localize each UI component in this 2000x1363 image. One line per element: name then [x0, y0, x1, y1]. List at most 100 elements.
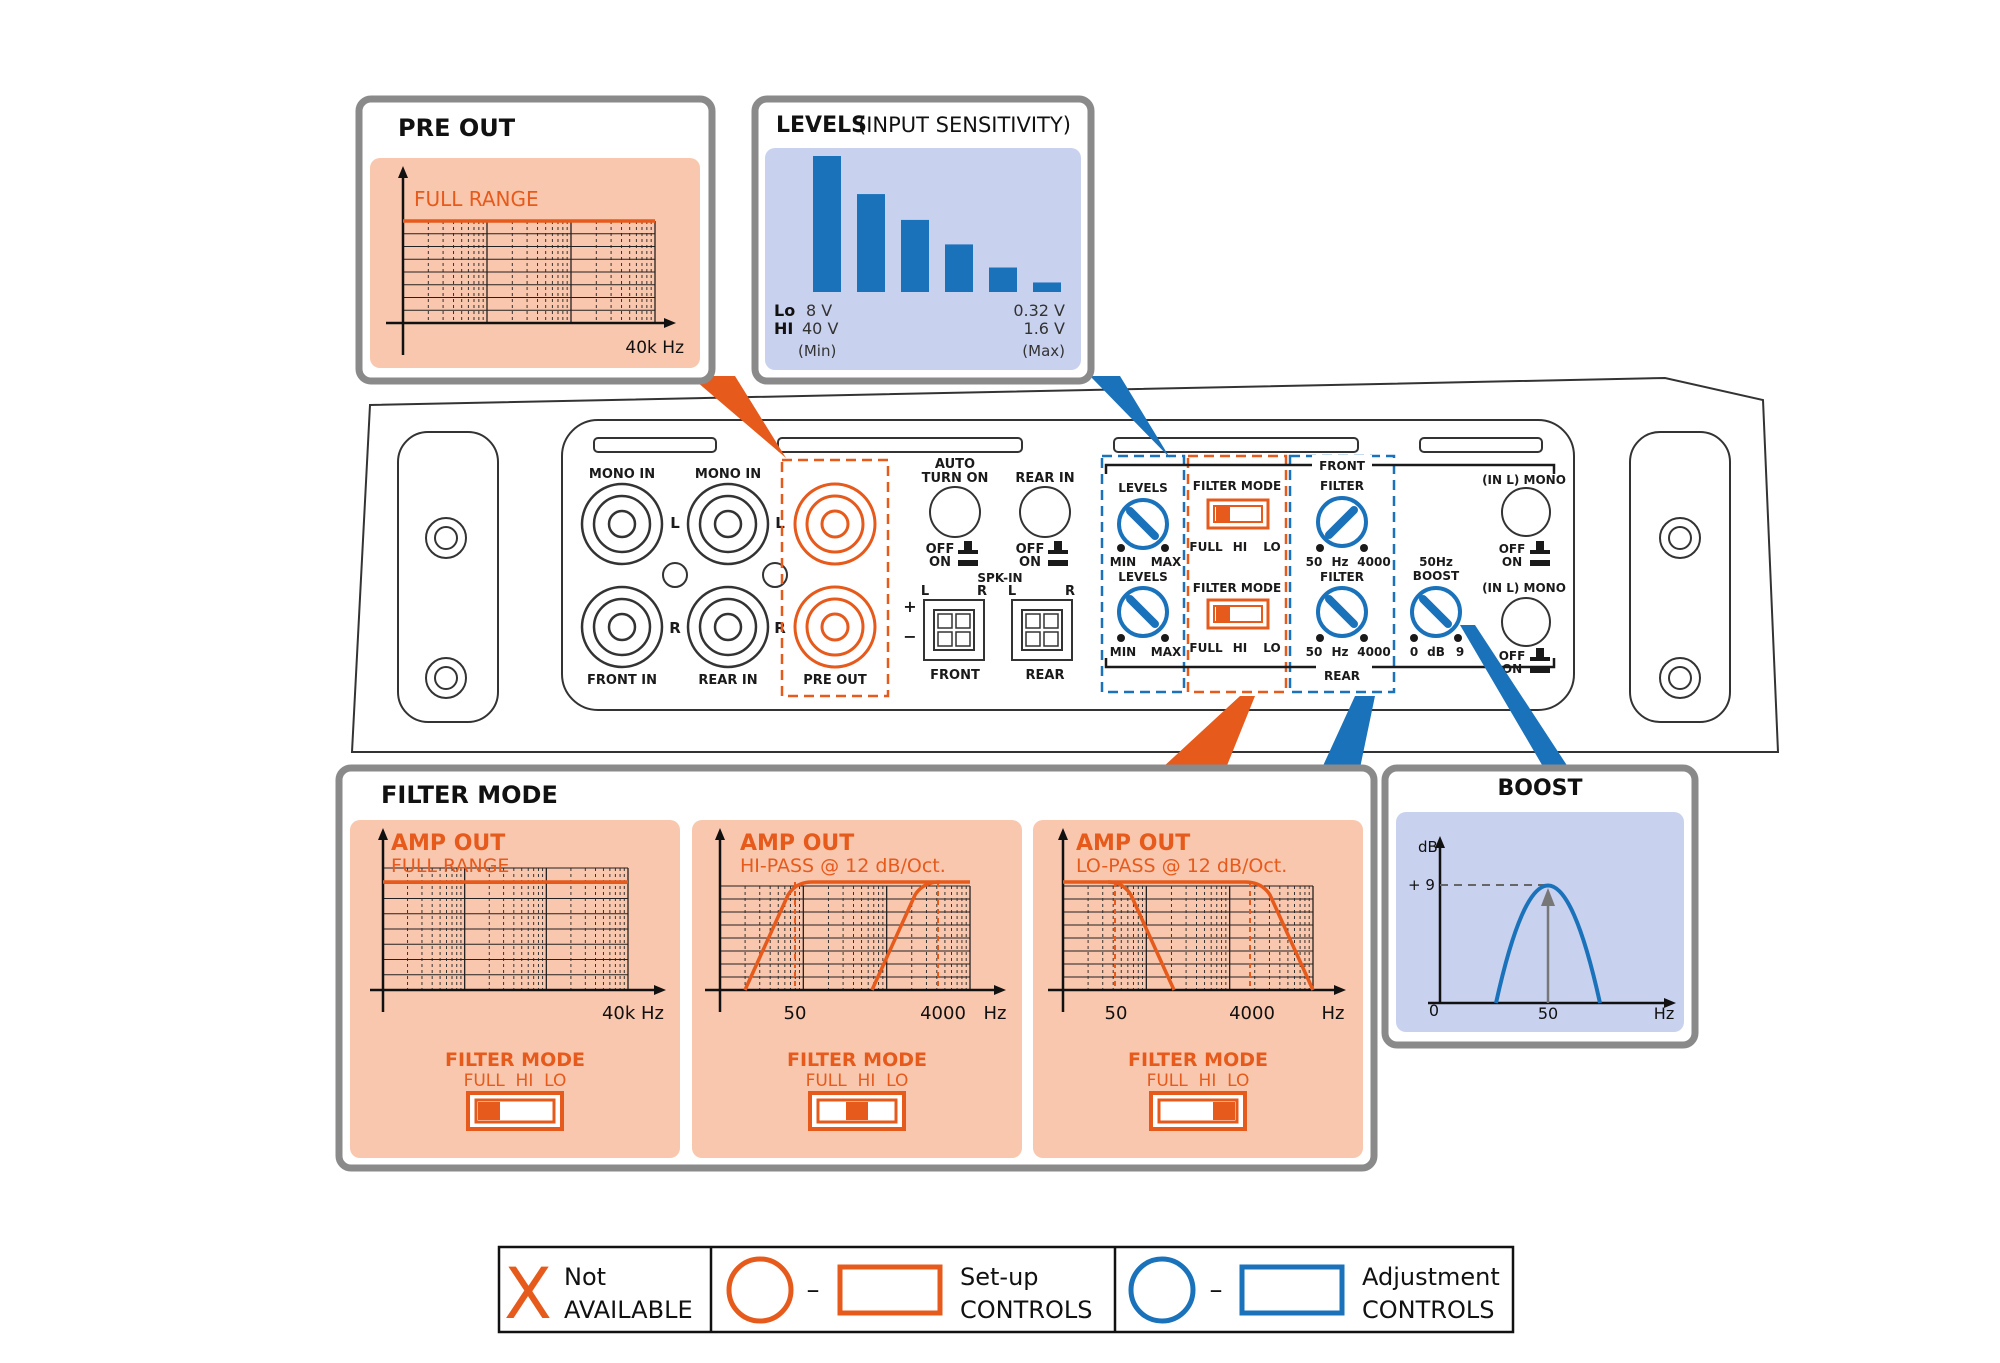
- turn-on-label: TURN ON: [922, 471, 989, 486]
- front-group-label: FRONT: [1319, 459, 1366, 473]
- level-bar: [857, 194, 885, 292]
- filter-mode-panel-title: FILTER MODE: [381, 781, 558, 809]
- hi-label: HI: [774, 319, 793, 338]
- boost-y-tick: + 9: [1408, 876, 1435, 894]
- switch-options: FULL HI LO: [1147, 1071, 1250, 1091]
- min-label: MIN: [1110, 555, 1136, 569]
- rca-jack-front-l[interactable]: [580, 482, 664, 566]
- pre-out-label: PRE OUT: [803, 673, 867, 688]
- boost-panel-title: BOOST: [1497, 776, 1582, 801]
- card-subtitle: HI-PASS @ 12 dB/Oct.: [740, 855, 946, 877]
- off-label: OFF: [1499, 542, 1526, 556]
- spk-in-label: SPK-IN: [977, 571, 1022, 585]
- filter-label: FILTER: [1320, 479, 1364, 493]
- auto-label: AUTO: [935, 457, 975, 472]
- boost-panel: BOOST dB + 9 0 50 Hz: [1381, 764, 1699, 1049]
- setup-circle-icon: [726, 1256, 794, 1324]
- filter-mode-switch-lo[interactable]: [1149, 1091, 1247, 1131]
- levels-group: LEVELS MIN MAX LEVELS MIN MAX: [1100, 454, 1186, 694]
- pre-out-jack-r[interactable]: [793, 585, 877, 669]
- panel-screw-hole: [662, 562, 688, 588]
- card-title: AMP OUT: [740, 831, 854, 856]
- on-label: ON: [929, 555, 951, 570]
- rca-jack-front-r[interactable]: [580, 585, 664, 669]
- right-mounting-bracket: [1629, 431, 1731, 723]
- spk-r-label: R: [1065, 584, 1075, 599]
- levels-knob-rear[interactable]: [1117, 586, 1169, 638]
- auto-turn-on-group: AUTO TURN ON OFF ON REAR IN OFF ON SPK-I…: [903, 457, 1075, 683]
- off-label: OFF: [1499, 649, 1526, 663]
- card-subtitle: FULL RANGE: [391, 855, 509, 877]
- levels-panel-title-bold: LEVELS: [776, 113, 867, 138]
- filter-mode-switch-group: FILTER MODE FULL HI LO FILTER MODE FULL …: [1186, 454, 1288, 694]
- card-title: AMP OUT: [1076, 831, 1190, 856]
- hz-label: Hz: [1331, 555, 1348, 569]
- hz4000-label: 4000: [1357, 555, 1390, 569]
- boost-knob[interactable]: [1410, 586, 1462, 638]
- mono-buttons-group: (IN L) MONO OFF ON (IN L) MONO OFF ON: [1482, 473, 1566, 676]
- rear-in-button[interactable]: [1019, 486, 1071, 538]
- filter-knob-front[interactable]: [1316, 496, 1368, 548]
- filter-mode-switch-full[interactable]: [466, 1091, 564, 1131]
- levels-label: LEVELS: [1118, 481, 1168, 495]
- left-mounting-bracket: [397, 431, 499, 723]
- legend-setup-controls: CONTROLS: [960, 1296, 1092, 1324]
- channel-r-label: R: [774, 619, 786, 637]
- hi-label: HI: [1233, 540, 1248, 554]
- rca-inputs: MONO IN MONO IN L R L R FRONT IN REAR: [580, 467, 788, 688]
- filter-knob-rear[interactable]: [1316, 586, 1368, 638]
- level-bar: [989, 267, 1017, 292]
- level-bar: [813, 156, 841, 292]
- pre-out-x-end-label: 40k Hz: [625, 338, 684, 358]
- on-label: ON: [1502, 555, 1522, 569]
- filter-mode-label: FILTER MODE: [1193, 581, 1281, 595]
- setup-rect-icon: [837, 1264, 943, 1316]
- mono-rear-button[interactable]: [1501, 597, 1551, 647]
- filter-card-full-range: AMP OUT FULL RANGE 40k Hz FILTER MODE FU…: [350, 820, 680, 1158]
- hz4000-label: 4000: [1357, 645, 1390, 659]
- lo-min-value: 8 V: [806, 301, 832, 320]
- card-title: AMP OUT: [391, 831, 505, 856]
- levels-knob-front[interactable]: [1117, 498, 1169, 550]
- plus-label: +: [903, 597, 916, 616]
- not-available-x-icon: X: [504, 1253, 552, 1335]
- filter-card-hi-pass: AMP OUT HI-PASS @ 12 dB/Oct. 50 4000 Hz …: [692, 820, 1022, 1158]
- db-label: dB: [1427, 645, 1445, 659]
- in-l-mono-label: (IN L) MONO: [1482, 473, 1566, 487]
- rear-group-label: REAR: [1324, 669, 1360, 683]
- legend-dash: –: [807, 1275, 820, 1305]
- switch-options: FULL HI LO: [464, 1071, 567, 1091]
- auto-turn-on-button[interactable]: [929, 486, 981, 538]
- spk-l-label: L: [921, 584, 929, 599]
- on-label: ON: [1502, 662, 1522, 676]
- pre-out-jack-l[interactable]: [793, 482, 877, 566]
- level-bar: [901, 219, 929, 292]
- x-label-4000: 4000: [1229, 1003, 1275, 1024]
- levels-panel: LEVELS (INPUT SENSITIVITY) Lo HI 8 V 40 …: [751, 95, 1095, 385]
- legend-available: AVAILABLE: [564, 1296, 693, 1324]
- boost-y-unit: dB: [1418, 838, 1438, 856]
- rear-in-top-label: REAR IN: [1015, 471, 1074, 486]
- spk-in-rear-connector[interactable]: [1011, 599, 1073, 661]
- legend-setup: Set-up: [960, 1263, 1039, 1291]
- rca-jack-rear-l[interactable]: [686, 482, 770, 566]
- rca-jack-rear-r[interactable]: [686, 585, 770, 669]
- filter-mode-switch-rear[interactable]: [1206, 598, 1270, 630]
- filter-mode-switch-hi[interactable]: [808, 1091, 906, 1131]
- mono-front-button[interactable]: [1501, 487, 1551, 537]
- levels-panel-title-rest: (INPUT SENSITIVITY): [858, 113, 1071, 137]
- max-caption: (Max): [1022, 342, 1065, 360]
- callout-pointers: [690, 376, 1570, 770]
- hi-max-value: 1.6 V: [1024, 319, 1066, 338]
- x-label-hz: Hz: [984, 1003, 1007, 1024]
- filter-mode-switch-front[interactable]: [1206, 498, 1270, 530]
- pre-out-group: PRE OUT: [780, 458, 890, 698]
- hz50-label: 50: [1306, 555, 1323, 569]
- minus-label: −: [903, 627, 916, 646]
- spk-r-label: R: [977, 584, 987, 599]
- card-graph-grid: [382, 867, 629, 991]
- spk-front-label: FRONT: [930, 668, 980, 683]
- spk-in-front-connector[interactable]: [923, 599, 985, 661]
- min-label: MIN: [1110, 645, 1136, 659]
- boost-label: 50Hz: [1419, 555, 1453, 569]
